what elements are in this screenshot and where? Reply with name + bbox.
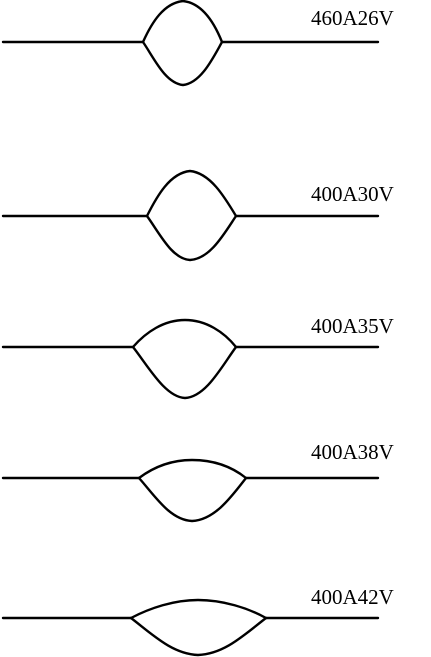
bead-profile-4-penetration <box>137 476 248 523</box>
bead-profile-3-penetration <box>131 345 238 400</box>
bead-profile-2-reinforcement <box>145 169 238 218</box>
bead-profile-5-reinforcement <box>129 598 268 620</box>
bead-profile-3: 400A35V <box>1 314 394 400</box>
bead-profile-4-label: 400A38V <box>311 440 394 464</box>
bead-profile-1: 460A26V <box>1 0 394 87</box>
bead-profile-4-reinforcement <box>137 458 248 480</box>
bead-profile-5: 400A42V <box>1 585 394 657</box>
bead-profile-2-penetration <box>145 214 238 262</box>
bead-profile-1-reinforcement <box>141 0 224 44</box>
bead-profile-3-label: 400A35V <box>311 314 394 338</box>
bead-profile-2-label: 400A30V <box>311 182 394 206</box>
bead-profile-4: 400A38V <box>1 440 394 523</box>
bead-profile-5-label: 400A42V <box>311 585 394 609</box>
bead-profile-2: 400A30V <box>1 169 394 262</box>
bead-profile-1-label: 460A26V <box>311 6 394 30</box>
bead-profile-3-reinforcement <box>131 318 238 349</box>
bead-profile-5-penetration <box>129 616 268 657</box>
bead-profile-1-penetration <box>141 40 224 87</box>
